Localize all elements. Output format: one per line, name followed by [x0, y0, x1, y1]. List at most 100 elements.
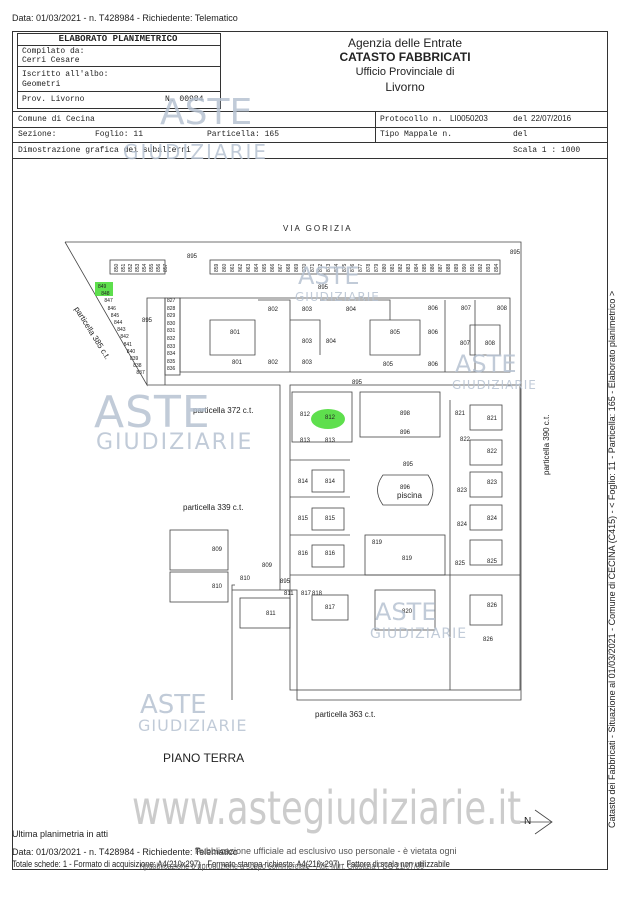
unit-top-row: 886 [430, 263, 436, 272]
unit-diagonal: 845 [110, 312, 120, 319]
unit-left-row: 850 [114, 263, 120, 272]
unit-top-row: 862 [238, 263, 244, 272]
unit-diagonal: 846 [107, 305, 116, 312]
unit-top-row: 884 [414, 263, 420, 272]
unit-diagonal: 837 [136, 370, 145, 377]
unit-top-row: 867 [278, 263, 284, 272]
aste-watermark-4: ASTE [455, 350, 517, 378]
unit-top-row: 885 [422, 263, 428, 272]
footer-data-line: Data: 01/03/2021 - n. T428984 - Richiede… [12, 847, 238, 857]
unit-left-col: 832 [167, 336, 176, 342]
unit-left-col: 836 [167, 366, 176, 373]
compiler-box [17, 33, 221, 109]
particella-390-label: particella 390 c.t. [542, 414, 551, 475]
unit-top-row: 881 [390, 263, 396, 272]
street-label: VIA GORIZIA [283, 224, 353, 233]
giudiziarie-watermark-5: GIUDIZIARIE [370, 626, 468, 642]
unit-left-row: 853 [135, 263, 141, 272]
particella-363-label: particella 363 c.t. [315, 710, 376, 719]
unit-top-row: 868 [286, 263, 292, 272]
giudiziarie-watermark-4: GIUDIZIARIE [452, 378, 537, 392]
agency-line4: Livorno [385, 80, 425, 94]
unit-left-col: 831 [167, 328, 176, 335]
unit-diagonal: 839 [130, 356, 139, 362]
unit-left-col: 829 [167, 313, 176, 320]
unit-left-col: 834 [167, 351, 176, 358]
unit-diagonal: 844 [114, 320, 123, 326]
giudiziarie-watermark-3: GIUDIZIARIE [96, 430, 254, 455]
giudiziarie-watermark-1: GIUDIZIARIE [123, 140, 269, 164]
aste-watermark-1: ASTE [160, 92, 253, 133]
aste-watermark-5: ASTE [375, 598, 437, 626]
unit-left-col: 835 [167, 358, 176, 365]
unit-top-row: 888 [446, 263, 452, 272]
comune-label: Comune di Cecina [18, 115, 95, 124]
particella-372-label: particella 372 c.t. [193, 406, 254, 415]
aste-watermark-6: ASTE [140, 690, 207, 720]
unit-diagonal: 843 [117, 327, 126, 334]
unit-left-row: 857 [163, 263, 169, 272]
foglio-label: Foglio: 11 [95, 130, 144, 139]
compilato-label: Compilato da: [22, 47, 85, 56]
unit-left-col: 827 [167, 298, 176, 304]
agency-line2: CATASTO FABBRICATI [339, 50, 471, 64]
unit-diagonal: 842 [120, 334, 129, 341]
unit-left-row: 854 [142, 263, 148, 272]
giudiziarie-watermark-2: GIUDIZIARIE [295, 290, 380, 304]
iscritto-value: Geometri [22, 80, 61, 89]
compilato-value: Cerri Cesare [22, 56, 80, 65]
unit-top-row: 892 [478, 263, 484, 272]
particella-label: Particella: 165 [207, 130, 280, 139]
unit-top-row: 864 [254, 263, 260, 272]
unit-left-row: 852 [128, 263, 134, 272]
protocollo-del-label: del [513, 115, 528, 124]
unit-left-row: 851 [121, 263, 127, 272]
unit-diagonal: 847 [104, 298, 113, 305]
dimostrazione-label: Dimostrazione grafica dei subalterni [18, 146, 191, 155]
protocollo-label: Protocollo n. [380, 115, 443, 124]
protocollo-date: 22/07/2016 [531, 114, 572, 123]
footer-ripub-line: ripubblicazione o riproduzione a scopo c… [140, 861, 425, 871]
footer-totale-line: Totale schede: 1 - Formato di acquisizio… [12, 859, 450, 869]
unit-left-col: 830 [167, 320, 176, 327]
site-watermark: www.astegiudiziarie.it [132, 781, 522, 835]
unit-top-row: 866 [270, 263, 276, 272]
piano-terra-label: PIANO TERRA [163, 751, 245, 765]
unit-top-row: 878 [366, 263, 372, 272]
agency-line1: Agenzia delle Entrate [347, 36, 463, 50]
unit-top-row: 882 [398, 263, 404, 272]
unit-top-row: 879 [374, 263, 380, 272]
ultima-planimetria: Ultima planimetria in atti [12, 829, 109, 839]
scala-label: Scala 1 : 1000 [513, 146, 581, 155]
unit-top-row: 860 [222, 263, 228, 272]
aste-watermark-3: ASTE [94, 387, 211, 438]
unit-diagonal: 838 [133, 363, 142, 370]
giudiziarie-watermark-6: GIUDIZIARIE [138, 716, 248, 735]
unit-diagonal: 848 [101, 291, 110, 298]
north-label: N [524, 816, 532, 827]
prov-label: Prov. Livorno [22, 95, 85, 104]
unit-top-row: 865 [262, 263, 268, 272]
unit-top-row: 863 [246, 263, 252, 272]
unit-top-row: 889 [454, 263, 460, 272]
unit-top-row: 859 [214, 263, 220, 272]
unit-top-row: 894 [494, 263, 500, 272]
agency-line3: Ufficio Provinciale di [355, 66, 455, 78]
unit-diagonal: 849 [98, 284, 107, 290]
tipo-mappale-label: Tipo Mappale n. [380, 130, 453, 139]
unit-diagonal: 841 [123, 341, 132, 348]
unit-top-row: 891 [470, 263, 476, 272]
unit-diagonal: 840 [126, 348, 136, 355]
unit-left-col: 833 [167, 343, 176, 350]
sezione-label: Sezione: [18, 130, 57, 139]
unit-top-row: 883 [406, 263, 412, 272]
unit-left-row: 855 [149, 263, 155, 272]
unit-left-row: 856 [156, 263, 162, 272]
unit-top-row: 880 [382, 263, 388, 272]
particella-339-label: particella 339 c.t. [183, 503, 244, 512]
unit-top-row: 893 [486, 263, 492, 272]
elaborato-title: ELABORATO PLANIMETRICO [58, 34, 178, 44]
unit-top-row: 890 [462, 263, 468, 272]
unit-top-row: 861 [230, 263, 236, 272]
footer-pub-line: Pubblicazione ufficiale ad esclusivo uso… [195, 846, 457, 856]
